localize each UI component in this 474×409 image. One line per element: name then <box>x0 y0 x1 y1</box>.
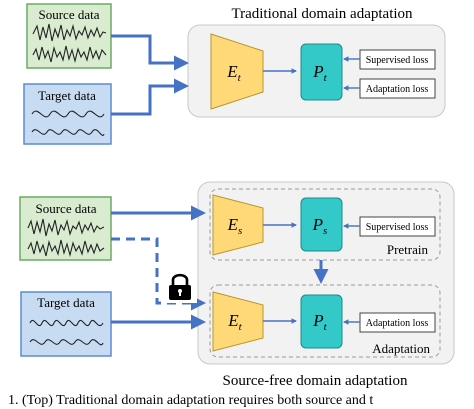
bottom-source-data-box: Source data <box>19 196 112 261</box>
pretrain-supervised-loss-label: Supervised loss <box>366 222 429 233</box>
figure-caption: 1. (Top) Traditional domain adaptation r… <box>8 393 374 408</box>
bottom-target-data-box: Target data <box>20 291 112 357</box>
pretrain-encoder <box>212 194 264 256</box>
top-target-label: Target data <box>38 88 96 103</box>
top-source-label: Source data <box>38 7 99 22</box>
adaptation-encoder-label: Et <box>227 311 242 333</box>
top-target-arrow <box>111 78 189 116</box>
adaptation-encoder <box>212 291 264 352</box>
pretrain-panel <box>209 188 441 261</box>
bottom-source-wave-1 <box>27 218 105 237</box>
bottom-target-wave-1 <box>29 319 104 327</box>
top-source-wave-2 <box>32 45 107 64</box>
top-predictor <box>300 43 343 101</box>
pretrain-label: Pretrain <box>387 242 429 257</box>
top-target-wave-1 <box>31 110 105 118</box>
top-target-wave-2 <box>31 129 105 136</box>
top-source-wave-1 <box>32 23 107 42</box>
pretrain-encoder-label: Es <box>227 215 243 237</box>
bottom-source-dashed-arrow <box>111 237 206 311</box>
bottom-source-wave-2 <box>27 239 105 258</box>
adaptation-predictor-label: Pt <box>312 311 327 333</box>
top-target-data-box: Target data <box>23 83 112 145</box>
top-predictor-label: Pt <box>312 62 327 84</box>
adaptation-predictor <box>300 294 343 349</box>
top-source-arrow <box>111 34 189 71</box>
pretrain-predictor <box>300 197 343 252</box>
top-encoder-label: Et <box>226 62 241 84</box>
bottom-target-label: Target data <box>37 295 95 310</box>
top-adaptation-loss-label: Adaptation loss <box>366 84 429 95</box>
bottom-source-label: Source data <box>35 201 96 216</box>
adaptation-panel <box>209 284 441 358</box>
bottom-target-wave-2 <box>29 339 104 346</box>
pretrain-predictor-label: Ps <box>312 215 328 237</box>
top-encoder <box>210 33 264 110</box>
top-supervised-loss-label: Supervised loss <box>366 55 429 66</box>
bottom-title: Source-free domain adaptation <box>223 373 408 389</box>
adaptation-label: Adaptation <box>372 341 430 356</box>
top-source-data-box: Source data <box>26 3 112 69</box>
lock-icon <box>164 270 197 303</box>
top-title: Traditional domain adaptation <box>231 6 413 22</box>
adaptation-loss-label: Adaptation loss <box>366 318 429 329</box>
